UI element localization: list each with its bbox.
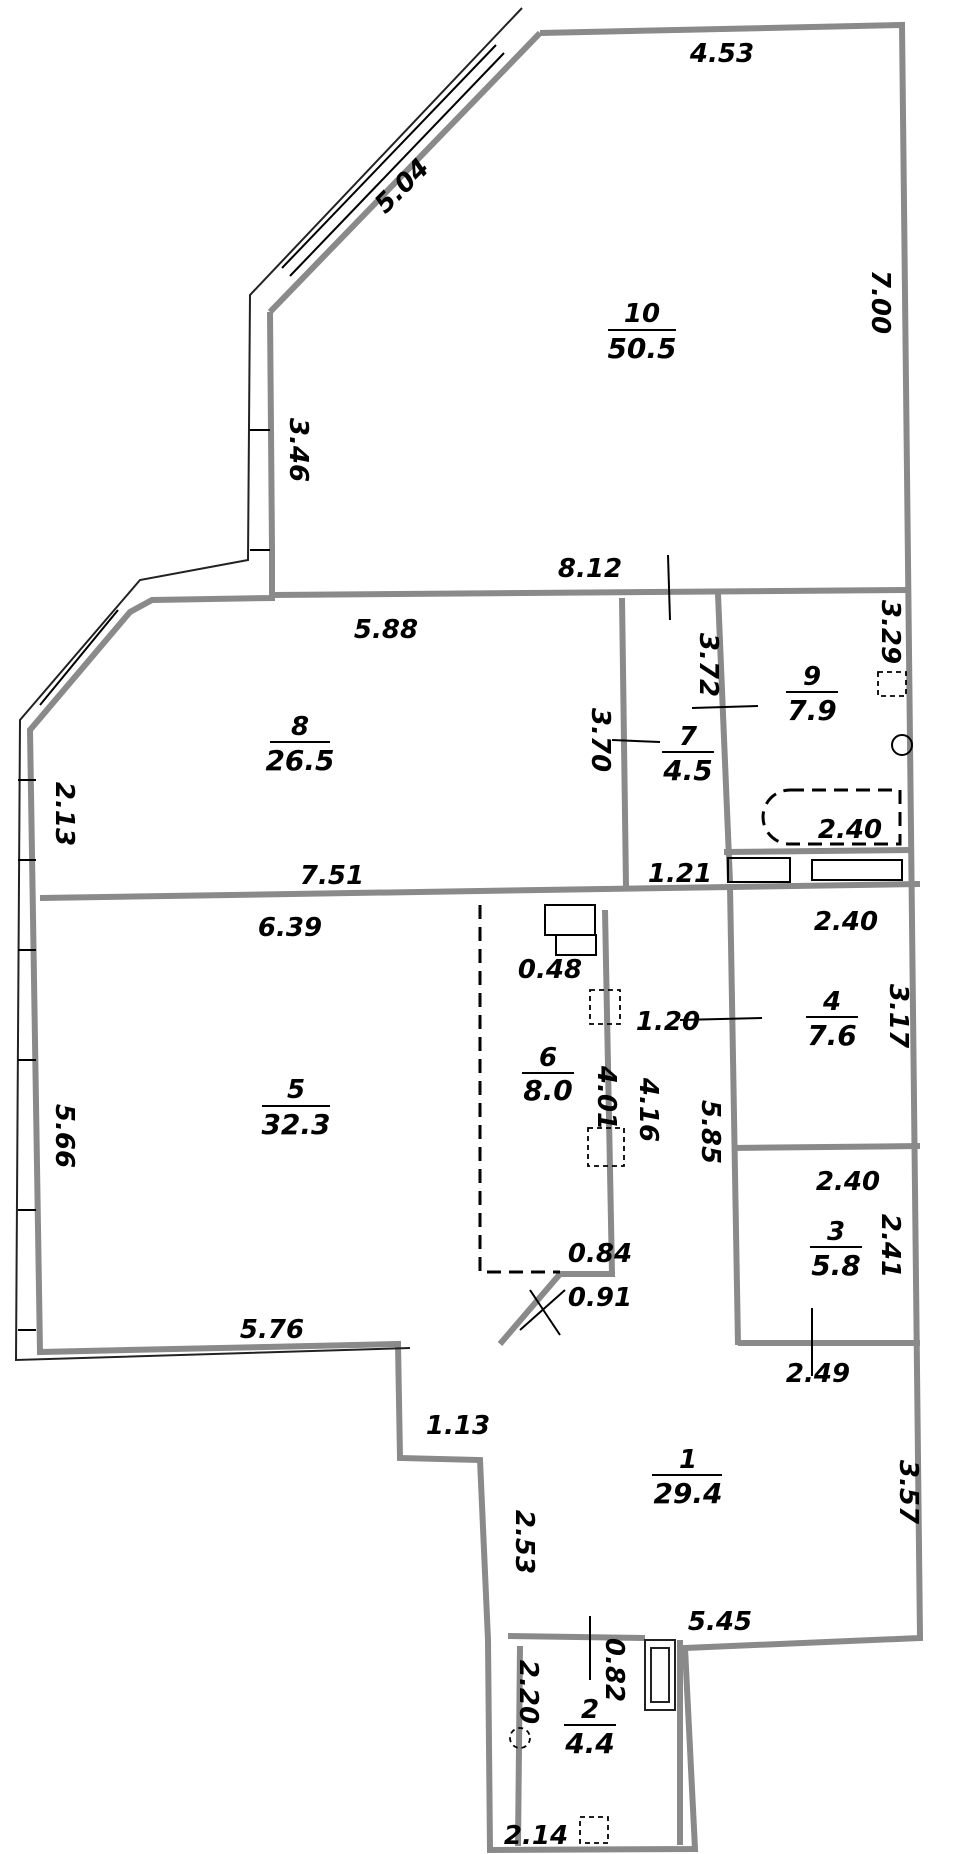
- dimension-label: 6.39: [258, 913, 322, 943]
- room-7: 7 4.5: [662, 722, 714, 787]
- dimension-label: 5.45: [688, 1607, 752, 1637]
- dimension-label: 2.40: [818, 815, 882, 845]
- room-area: 50.5: [607, 332, 676, 365]
- partition-marks: [589, 554, 813, 1680]
- windows: [18, 44, 505, 1331]
- dimension-label: 2.49: [786, 1359, 850, 1389]
- room-6: 6 8.0: [522, 1043, 574, 1107]
- dimension-label: 1.13: [426, 1411, 490, 1441]
- dimension-label: 0.82: [599, 1638, 629, 1702]
- dimension-label: 7.51: [300, 861, 364, 891]
- room-number: 1: [679, 1445, 697, 1475]
- dimension-label: 5.76: [240, 1315, 304, 1345]
- room-area: 4.4: [564, 1727, 615, 1760]
- room-4: 4 7.6: [806, 987, 858, 1052]
- dimension-label: 2.40: [816, 1167, 880, 1197]
- interior-walls: [39, 587, 921, 1847]
- outer-walls: [14, 7, 924, 1854]
- dimension-label: 8.12: [558, 554, 622, 584]
- room-area: 7.9: [787, 694, 837, 727]
- dimension-label: 7.00: [865, 270, 895, 334]
- room-number: 4: [822, 987, 841, 1017]
- dimension-label: 4.53: [689, 39, 754, 69]
- dimension-label: 3.17: [883, 984, 913, 1049]
- room-area: 29.4: [653, 1477, 722, 1510]
- dimension-label: 2.14: [504, 1821, 568, 1851]
- room-area: 5.8: [811, 1249, 861, 1282]
- room-number: 5: [287, 1075, 305, 1105]
- dimension-label: 4.01: [591, 1065, 621, 1130]
- dimension-label: 3.70: [585, 708, 615, 772]
- room-5: 5 32.3: [261, 1075, 330, 1141]
- dimension-label: 2.41: [875, 1214, 905, 1278]
- dimension-label: 5.85: [695, 1100, 725, 1164]
- dimension-label: 0.84: [568, 1239, 632, 1269]
- room-10: 10 50.5: [607, 299, 676, 365]
- room-number: 8: [291, 712, 309, 742]
- room-number: 6: [539, 1043, 557, 1073]
- dimension-label: 5.04: [369, 153, 436, 220]
- dimension-label: 2.53: [509, 1510, 539, 1574]
- room-2: 2 4.4: [564, 1695, 616, 1760]
- dimension-label: 0.91: [568, 1283, 632, 1313]
- room-area: 32.3: [261, 1108, 330, 1141]
- dimension-label: 5.66: [49, 1104, 79, 1168]
- dimension-label: 2.40: [814, 907, 878, 937]
- room-labels: 10 50.5 8 26.5 7 4.5 9 7.9 5 32.3 6 8.0: [261, 299, 862, 1760]
- room-area: 8.0: [523, 1074, 573, 1107]
- dimension-label: 1.21: [648, 859, 712, 889]
- dimension-labels: 4.53 5.04 7.00 3.46 8.12 5.88 3.72 3.29 …: [49, 39, 923, 1851]
- dimension-label: 2.13: [49, 782, 79, 846]
- room-number: 10: [624, 299, 660, 329]
- dimension-label: 3.57: [893, 1460, 923, 1525]
- dimension-label: 0.48: [518, 955, 582, 985]
- dimension-label: 2.20: [513, 1660, 543, 1724]
- room-area: 7.6: [807, 1019, 857, 1052]
- room-9: 9 7.9: [786, 662, 838, 727]
- room-number: 2: [581, 1695, 599, 1725]
- room-area: 4.5: [662, 754, 713, 787]
- fixtures: [478, 671, 913, 1844]
- room-number: 7: [679, 722, 698, 752]
- dimension-label: 3.72: [693, 633, 723, 697]
- dimension-label: 5.88: [354, 615, 418, 645]
- dimension-label: 1.20: [636, 1007, 700, 1037]
- room-3: 3 5.8: [810, 1217, 862, 1282]
- dimension-label: 3.29: [875, 600, 905, 664]
- room-number: 3: [827, 1217, 845, 1247]
- dimension-label: 4.16: [633, 1077, 663, 1142]
- room-1: 1 29.4: [652, 1445, 723, 1510]
- dimension-label: 3.46: [283, 418, 313, 482]
- room-8: 8 26.5: [265, 712, 334, 777]
- room-area: 26.5: [265, 744, 334, 777]
- room-number: 9: [803, 662, 821, 692]
